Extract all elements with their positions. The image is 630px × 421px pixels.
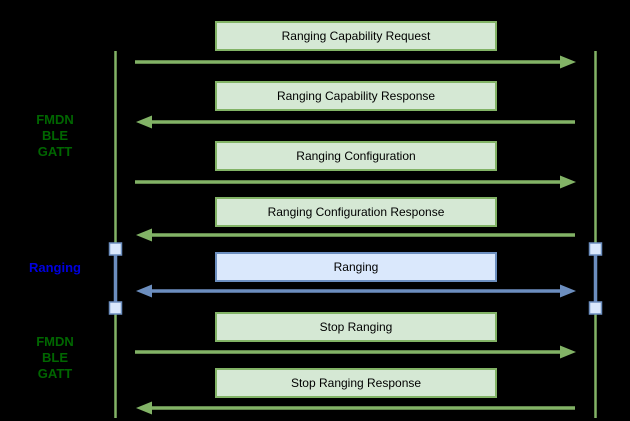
message-box-ranging-configuration: Ranging Configuration — [215, 141, 497, 171]
arrow-ranging-configuration-response — [136, 228, 575, 242]
message-box-ranging-capability-response: Ranging Capability Response — [215, 81, 497, 111]
message-label: Ranging Configuration — [296, 149, 416, 163]
activation-square-right-bottom — [588, 301, 603, 315]
phase-label-line: BLE — [42, 350, 68, 365]
arrow-ranging-capability-request — [135, 55, 576, 69]
message-label: Ranging Capability Response — [276, 89, 436, 103]
message-label: Stop Ranging Response — [290, 376, 422, 390]
phase-label-line: FMDN — [36, 112, 74, 127]
arrow-ranging-capability-response — [136, 115, 575, 129]
message-label: Ranging Configuration Response — [267, 205, 445, 219]
phase-label-line: FMDN — [36, 334, 74, 349]
phase-label-fmdn-ble-gatt-bottom: FMDN BLE GATT — [0, 334, 110, 382]
message-label: Ranging Capability Request — [281, 29, 431, 43]
message-label: Stop Ranging — [319, 320, 393, 334]
phase-label-line: GATT — [37, 366, 73, 381]
phase-label-ranging: Ranging — [0, 260, 110, 276]
arrow-ranging-configuration — [135, 175, 576, 189]
message-box-stop-ranging: Stop Ranging — [215, 312, 497, 342]
message-box-stop-ranging-response: Stop Ranging Response — [215, 368, 497, 398]
arrow-stop-ranging — [135, 345, 576, 359]
phase-label-line: BLE — [42, 128, 68, 143]
phase-label-line: Ranging — [29, 260, 81, 275]
arrow-ranging-bidirectional — [136, 284, 576, 298]
message-label: Ranging — [333, 260, 379, 274]
message-box-ranging-capability-request: Ranging Capability Request — [215, 21, 497, 51]
message-box-ranging-configuration-response: Ranging Configuration Response — [215, 197, 497, 227]
message-box-ranging: Ranging — [215, 252, 497, 282]
phase-label-line: GATT — [37, 144, 73, 159]
activation-square-left-top — [108, 242, 123, 256]
arrow-stop-ranging-response — [136, 401, 575, 415]
activation-square-left-bottom — [108, 301, 123, 315]
phase-label-fmdn-ble-gatt-top: FMDN BLE GATT — [0, 112, 110, 160]
activation-square-right-top — [588, 242, 603, 256]
